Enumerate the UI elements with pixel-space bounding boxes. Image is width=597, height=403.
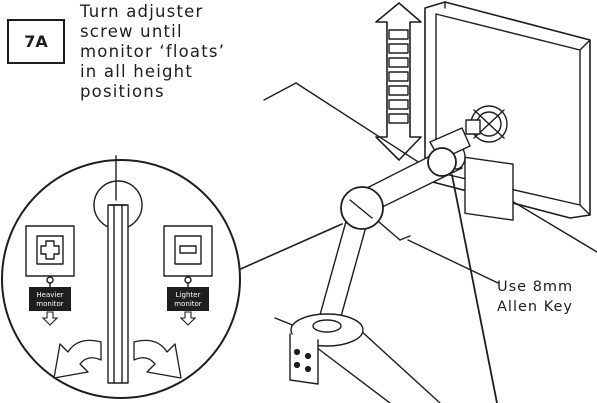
instruction-line: in all height [80,62,194,81]
instruction-line: monitor ‘floats’ [80,42,226,61]
step-instruction: Turn adjuster screw until monitor ‘float… [80,2,270,102]
heavier-tag-line1: Heavier [36,291,63,299]
heavier-monitor-tag: Heavier monitor [29,287,71,326]
upper-arm [356,127,471,241]
plus-icon [40,240,60,260]
lighter-adjust-panel [163,225,213,288]
instruction-line: screw until [80,22,183,41]
zoom-leader-line [235,223,343,272]
step-number-badge: 7A [7,19,65,64]
monitor-leader-line [451,174,498,403]
zoom-detail [1,155,241,399]
heavier-tag-line2: monitor [36,300,64,308]
lighter-monitor-tag: Lighter monitor [167,287,209,326]
desk-clamp [289,313,364,385]
down-arrow-icon [179,311,197,326]
down-arrow-icon [41,311,59,326]
allen-key-leader-line [407,239,499,284]
instruction-line: Turn adjuster [80,2,204,21]
minus-icon [179,245,197,254]
rotate-left-arrow-icon [53,339,102,379]
lighter-tag-line2: monitor [174,300,202,308]
lighter-tag-line1: Lighter [176,291,201,299]
monitor [424,1,591,221]
callout-line: Use 8mm [497,279,574,295]
callout-line: Allen Key [497,299,573,315]
heavier-adjust-panel [25,225,75,288]
lower-arm [317,186,384,323]
rotate-right-arrow-icon [133,339,182,379]
up-down-arrow-icon [375,2,422,161]
allen-key-callout: Use 8mm Allen Key [497,277,597,317]
instruction-line: positions [80,82,165,101]
